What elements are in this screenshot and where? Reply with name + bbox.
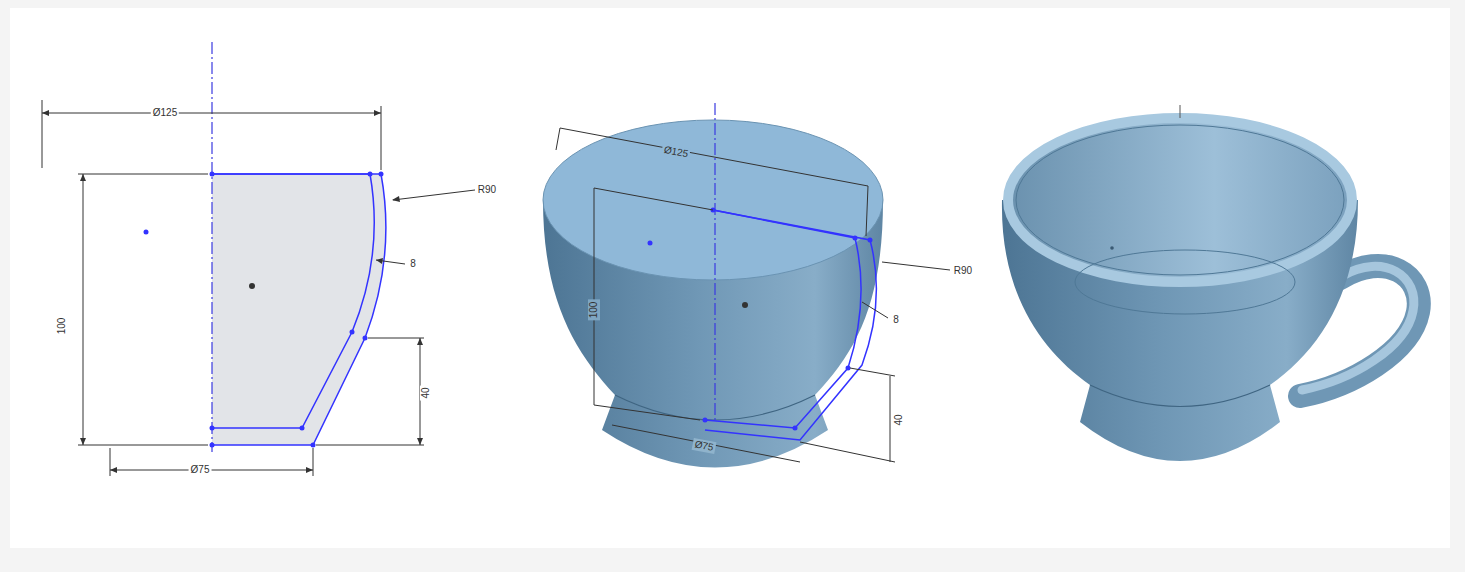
drawing-circle xyxy=(144,230,149,235)
drawing-circle xyxy=(379,172,384,177)
drawing-ellipse xyxy=(1075,250,1295,314)
drawing-line xyxy=(1180,105,1181,118)
dimension-label: 8 xyxy=(408,258,418,270)
drawing-path xyxy=(376,258,383,264)
drawing-path xyxy=(392,196,400,202)
drawing-line xyxy=(316,445,424,446)
dimension-label: 100 xyxy=(588,300,600,321)
sketch-panel xyxy=(42,42,475,476)
revolved-body-panel xyxy=(543,103,950,468)
drawing-line xyxy=(368,338,424,339)
drawing-path xyxy=(212,174,386,445)
finished-cup-panel xyxy=(1002,105,1419,461)
drawing-path xyxy=(374,110,381,116)
drawing-line xyxy=(78,174,208,175)
drawing-line xyxy=(110,448,111,476)
drawing-path xyxy=(80,438,86,445)
dimension-label: 8 xyxy=(891,314,901,326)
drawing-line xyxy=(866,186,868,236)
drawing-line xyxy=(882,262,950,270)
drawing-circle xyxy=(703,418,708,423)
drawing-g xyxy=(556,128,950,462)
drawing-path xyxy=(80,174,86,181)
drawing-circle xyxy=(368,172,373,177)
dimension-label: 40 xyxy=(420,385,432,400)
drawing-circle xyxy=(742,302,748,308)
drawing-circle xyxy=(210,443,215,448)
drawing-path xyxy=(705,210,861,428)
drawing-circle xyxy=(648,241,653,246)
drawing-circle xyxy=(846,366,851,371)
drawing-path xyxy=(212,174,374,428)
drawing-line xyxy=(560,128,868,186)
drawing-circle xyxy=(350,330,355,335)
drawing-ellipse xyxy=(1008,118,1352,282)
dimension-label: Ø125 xyxy=(151,107,179,119)
drawing-line xyxy=(83,174,84,445)
drawing-path xyxy=(1090,385,1270,407)
drawing-circle xyxy=(1110,246,1114,250)
drawing-g xyxy=(42,110,423,473)
drawing-line xyxy=(594,188,595,405)
drawing-path xyxy=(417,338,423,345)
dimension-label: Ø75 xyxy=(189,464,212,476)
drawing-path xyxy=(212,174,386,445)
drawing-circle xyxy=(311,443,316,448)
drawing-g xyxy=(648,208,873,431)
drawing-line xyxy=(393,190,475,200)
drawing-circle xyxy=(793,426,798,431)
drawing-path xyxy=(705,210,876,440)
drawing-line xyxy=(612,425,800,462)
dimension-label: 40 xyxy=(893,412,905,427)
dimension-label: R90 xyxy=(952,265,974,277)
drawing-circle xyxy=(363,336,368,341)
drawing-line xyxy=(211,42,212,452)
drawing-path xyxy=(417,438,423,445)
drawing-line xyxy=(313,448,314,476)
drawing-line xyxy=(850,368,895,376)
drawing-line xyxy=(714,103,715,420)
drawing-line xyxy=(594,188,713,210)
drawing-line xyxy=(594,405,700,420)
drawing-circle xyxy=(868,238,873,243)
drawing-ellipse xyxy=(1016,125,1344,275)
drawing-line xyxy=(42,100,43,168)
drawing-circle xyxy=(853,236,858,241)
drawing-line xyxy=(110,470,313,471)
drawing-circle xyxy=(210,426,215,431)
dimension-label: 100 xyxy=(56,316,68,337)
drawing-line xyxy=(556,128,560,150)
dimension-label: R90 xyxy=(476,184,498,196)
drawing-circle xyxy=(210,172,215,177)
drawing-g xyxy=(144,172,384,448)
drawing-circle xyxy=(300,426,305,431)
drawing-line xyxy=(890,376,891,462)
drawing-line xyxy=(42,113,381,114)
drawing-line xyxy=(381,106,382,170)
drawing-g xyxy=(42,100,475,476)
drawing-path xyxy=(306,467,313,473)
drawing-line xyxy=(862,302,888,318)
drawing-path xyxy=(110,467,117,473)
drawing-circle xyxy=(249,283,255,289)
drawing-line xyxy=(78,445,208,446)
dimension-label: Ø125 xyxy=(661,143,691,160)
drawing-line xyxy=(800,442,895,462)
drawing-path xyxy=(42,110,49,116)
dimension-label: Ø75 xyxy=(692,438,717,454)
